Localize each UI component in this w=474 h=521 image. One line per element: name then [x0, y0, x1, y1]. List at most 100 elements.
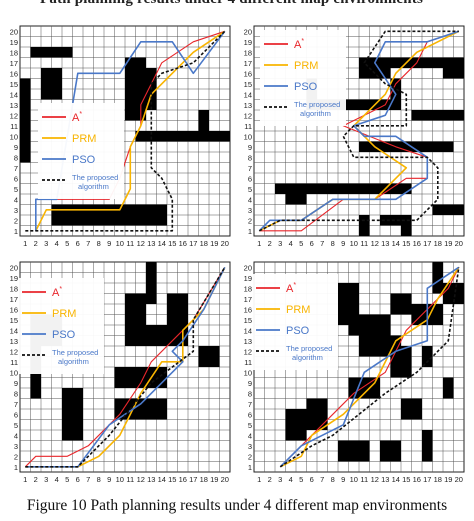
legend-label-prm: PRM: [286, 304, 310, 316]
obstacle-block: [390, 346, 412, 378]
obstacle-block: [306, 398, 328, 430]
y-tick-label: 20: [244, 263, 252, 272]
y-tick-label: 6: [248, 174, 252, 183]
x-tick-label: 15: [168, 475, 176, 484]
x-tick-label: 16: [413, 475, 421, 484]
y-tick-label: 11: [10, 358, 18, 367]
obstacle-block: [390, 293, 412, 315]
y-tick-label: 9: [14, 379, 18, 388]
x-tick-label: 18: [434, 475, 442, 484]
y-tick-label: 11: [244, 122, 252, 131]
legend-label-proposed-line2: algorithm: [300, 109, 331, 118]
x-tick-label: 16: [179, 475, 187, 484]
x-tick-label: 2: [268, 239, 272, 248]
obstacle-block: [411, 110, 464, 121]
x-tick-label: 14: [392, 475, 400, 484]
obstacle-block: [432, 262, 443, 294]
y-tick-label: 16: [244, 305, 252, 314]
y-tick-label: 12: [244, 347, 252, 356]
x-tick-label: 18: [434, 239, 442, 248]
y-tick-label: 4: [248, 195, 252, 204]
legend-background: [38, 103, 124, 199]
x-tick-label: 4: [55, 475, 59, 484]
obstacle-block: [359, 141, 454, 152]
x-tick-label: 13: [147, 475, 155, 484]
x-tick-label: 9: [107, 475, 111, 484]
x-tick-label: 13: [147, 239, 155, 248]
x-tick-label: 16: [413, 239, 421, 248]
x-tick-label: 16: [179, 239, 187, 248]
x-tick-label: 9: [341, 239, 345, 248]
x-tick-label: 9: [107, 239, 111, 248]
x-tick-label: 12: [137, 475, 145, 484]
path-proposed: [258, 30, 459, 232]
obstacle-block: [422, 346, 433, 367]
x-tick-label: 2: [34, 239, 38, 248]
figure-caption: Figure 10 Path planning results under 4 …: [26, 497, 448, 514]
obstacle-block: [401, 398, 422, 420]
y-tick-label: 5: [248, 185, 252, 194]
y-tick-label: 11: [10, 122, 18, 131]
legend-label-pso: PSO: [72, 154, 96, 166]
x-tick-label: 20: [221, 239, 229, 248]
x-tick-label: 11: [360, 239, 368, 248]
legend-label-a-star: A*: [52, 286, 62, 299]
y-tick-label: 14: [244, 90, 252, 99]
x-tick-label: 4: [289, 475, 293, 484]
x-tick-label: 17: [423, 239, 431, 248]
y-tick-label: 15: [244, 80, 252, 89]
legend-label-pso: PSO: [294, 81, 318, 93]
x-tick-label: 8: [331, 239, 335, 248]
path-pso: [258, 30, 460, 232]
path-prm: [279, 266, 460, 468]
x-tick-label: 2: [268, 475, 272, 484]
y-tick-label: 1: [14, 227, 18, 236]
x-tick-label: 12: [371, 239, 379, 248]
x-tick-label: 3: [44, 475, 48, 484]
y-tick-label: 1: [14, 463, 18, 472]
y-tick-label: 6: [14, 410, 18, 419]
y-tick-label: 16: [244, 69, 252, 78]
obstacle-block: [380, 215, 401, 226]
legend-label-proposed-line2: algorithm: [58, 357, 89, 366]
y-tick-label: 8: [14, 389, 18, 398]
y-tick-label: 20: [10, 263, 18, 272]
legend-label-a-star: A*: [294, 38, 304, 51]
legend-label-proposed-line2: algorithm: [292, 353, 323, 362]
x-tick-label: 4: [289, 239, 293, 248]
y-tick-label: 8: [14, 153, 18, 162]
y-tick-label: 10: [10, 368, 18, 377]
path-proposed: [25, 30, 226, 232]
y-tick-label: 18: [10, 48, 18, 57]
obstacle-block: [401, 215, 412, 236]
x-tick-label: 10: [116, 475, 124, 484]
y-tick-label: 4: [14, 195, 18, 204]
legend-label-pso: PSO: [286, 325, 310, 337]
x-tick-label: 20: [221, 475, 229, 484]
path-pso: [25, 266, 226, 468]
legend-label-prm: PRM: [294, 60, 318, 72]
y-tick-label: 5: [248, 421, 252, 430]
x-tick-label: 3: [278, 239, 282, 248]
path-proposed: [279, 267, 460, 468]
x-tick-label: 5: [65, 475, 69, 484]
y-tick-label: 19: [10, 38, 18, 47]
y-tick-label: 13: [244, 337, 252, 346]
obstacle-block: [432, 204, 464, 215]
x-tick-label: 1: [23, 475, 27, 484]
x-tick-label: 15: [168, 239, 176, 248]
y-tick-label: 6: [248, 410, 252, 419]
x-tick-label: 14: [158, 475, 166, 484]
x-tick-label: 5: [65, 239, 69, 248]
y-tick-label: 18: [10, 284, 18, 293]
y-tick-label: 11: [244, 358, 252, 367]
x-tick-label: 11: [360, 475, 368, 484]
path-pso: [279, 266, 460, 468]
obstacle-block: [359, 57, 464, 68]
y-tick-label: 9: [14, 143, 18, 152]
x-tick-label: 10: [350, 475, 358, 484]
x-tick-label: 1: [257, 475, 261, 484]
